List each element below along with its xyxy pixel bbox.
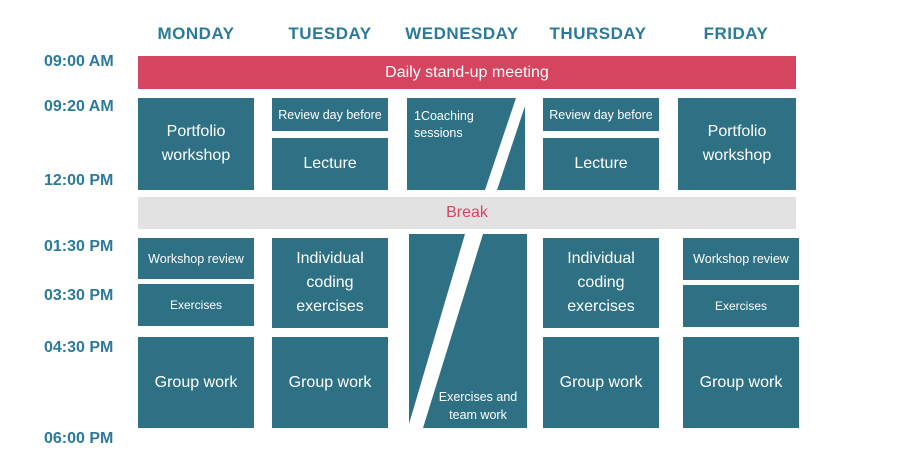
friday-group-work[interactable]: Group work: [683, 337, 799, 428]
block-label: Group work: [699, 373, 783, 391]
block-label: Review day before: [278, 107, 382, 122]
thursday-individual-coding[interactable]: Individual coding exercises: [543, 238, 659, 328]
block-label: Group work: [559, 373, 643, 391]
tuesday-group-work[interactable]: Group work: [272, 337, 388, 428]
day-header-thursday: THURSDAY: [549, 24, 647, 43]
break-label: Break: [446, 204, 488, 221]
block-label: Portfolio workshop: [161, 123, 231, 164]
monday-portfolio-workshop[interactable]: Portfolio workshop: [138, 98, 254, 190]
monday-group-work[interactable]: Group work: [138, 337, 254, 428]
time-label: 03:30 PM: [44, 287, 114, 304]
block-label: Exercises: [714, 299, 767, 313]
day-header-monday: MONDAY: [157, 24, 235, 43]
break-bar: Break: [138, 197, 796, 229]
block-label: Workshop review: [148, 251, 244, 266]
thursday-review-day-before[interactable]: Review day before: [543, 98, 659, 131]
wednesday-coaching-block[interactable]: [407, 98, 525, 190]
friday-exercises[interactable]: Exercises: [683, 285, 799, 327]
time-label: 01:30 PM: [44, 238, 114, 255]
friday-portfolio-workshop[interactable]: Portfolio workshop: [678, 98, 796, 190]
day-header-wednesday: WEDNESDAY: [405, 24, 519, 43]
block-label: Individual coding exercises: [296, 250, 364, 315]
monday-workshop-review[interactable]: Workshop review: [138, 238, 254, 279]
block-label: Individual coding exercises: [567, 250, 635, 315]
thursday-group-work[interactable]: Group work: [543, 337, 659, 428]
time-label: 09:00 AM: [44, 53, 114, 70]
block-label: Exercises: [169, 298, 222, 312]
friday-workshop-review[interactable]: Workshop review: [683, 238, 799, 280]
block-label: Group work: [154, 373, 238, 391]
tuesday-individual-coding[interactable]: Individual coding exercises: [272, 238, 388, 328]
block-label: Lecture: [303, 155, 357, 172]
monday-exercises[interactable]: Exercises: [138, 284, 254, 326]
day-header-tuesday: TUESDAY: [288, 24, 372, 43]
block-label: Lecture: [574, 155, 628, 172]
block-label: Group work: [288, 373, 372, 391]
block-label: Review day before: [549, 107, 653, 122]
tuesday-lecture[interactable]: Lecture: [272, 138, 388, 190]
block-label: Portfolio workshop: [702, 123, 772, 164]
time-label: 12:00 PM: [44, 172, 114, 189]
tuesday-review-day-before[interactable]: Review day before: [272, 98, 388, 131]
time-label: 09:20 AM: [44, 98, 114, 115]
wednesday-exercises-block[interactable]: [409, 234, 527, 428]
thursday-lecture[interactable]: Lecture: [543, 138, 659, 190]
time-label: 06:00 PM: [44, 430, 114, 447]
exercises-left-shape: [409, 234, 465, 424]
coaching-left-shape: [407, 98, 516, 190]
standup-label: Daily stand-up meeting: [385, 63, 549, 81]
standup-bar: Daily stand-up meeting: [138, 56, 796, 89]
wednesday-coaching-label: 1Coaching sessions: [414, 109, 474, 140]
coaching-right-shape: [497, 106, 525, 190]
exercises-right-shape: [423, 234, 527, 428]
day-header-friday: FRIDAY: [703, 24, 769, 43]
block-label: Workshop review: [693, 252, 789, 266]
time-label: 04:30 PM: [44, 339, 114, 356]
wednesday-exercises-label: Exercises and team work: [438, 390, 518, 422]
